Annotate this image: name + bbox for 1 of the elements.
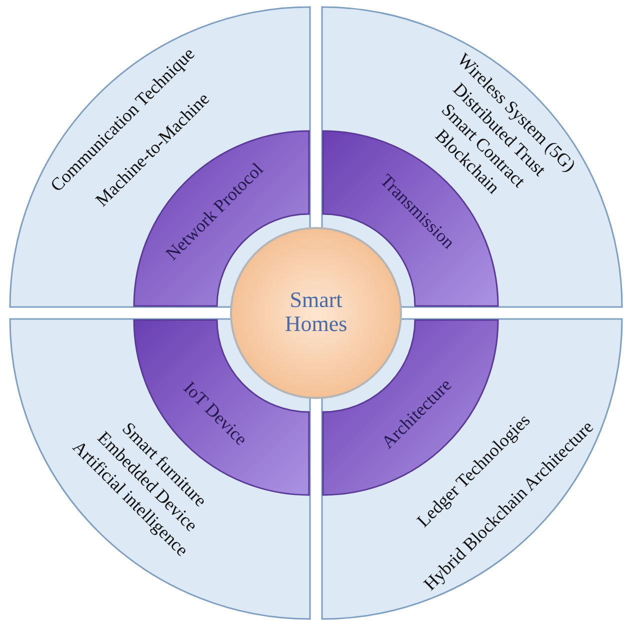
- center-label: Smart Homes: [284, 288, 348, 336]
